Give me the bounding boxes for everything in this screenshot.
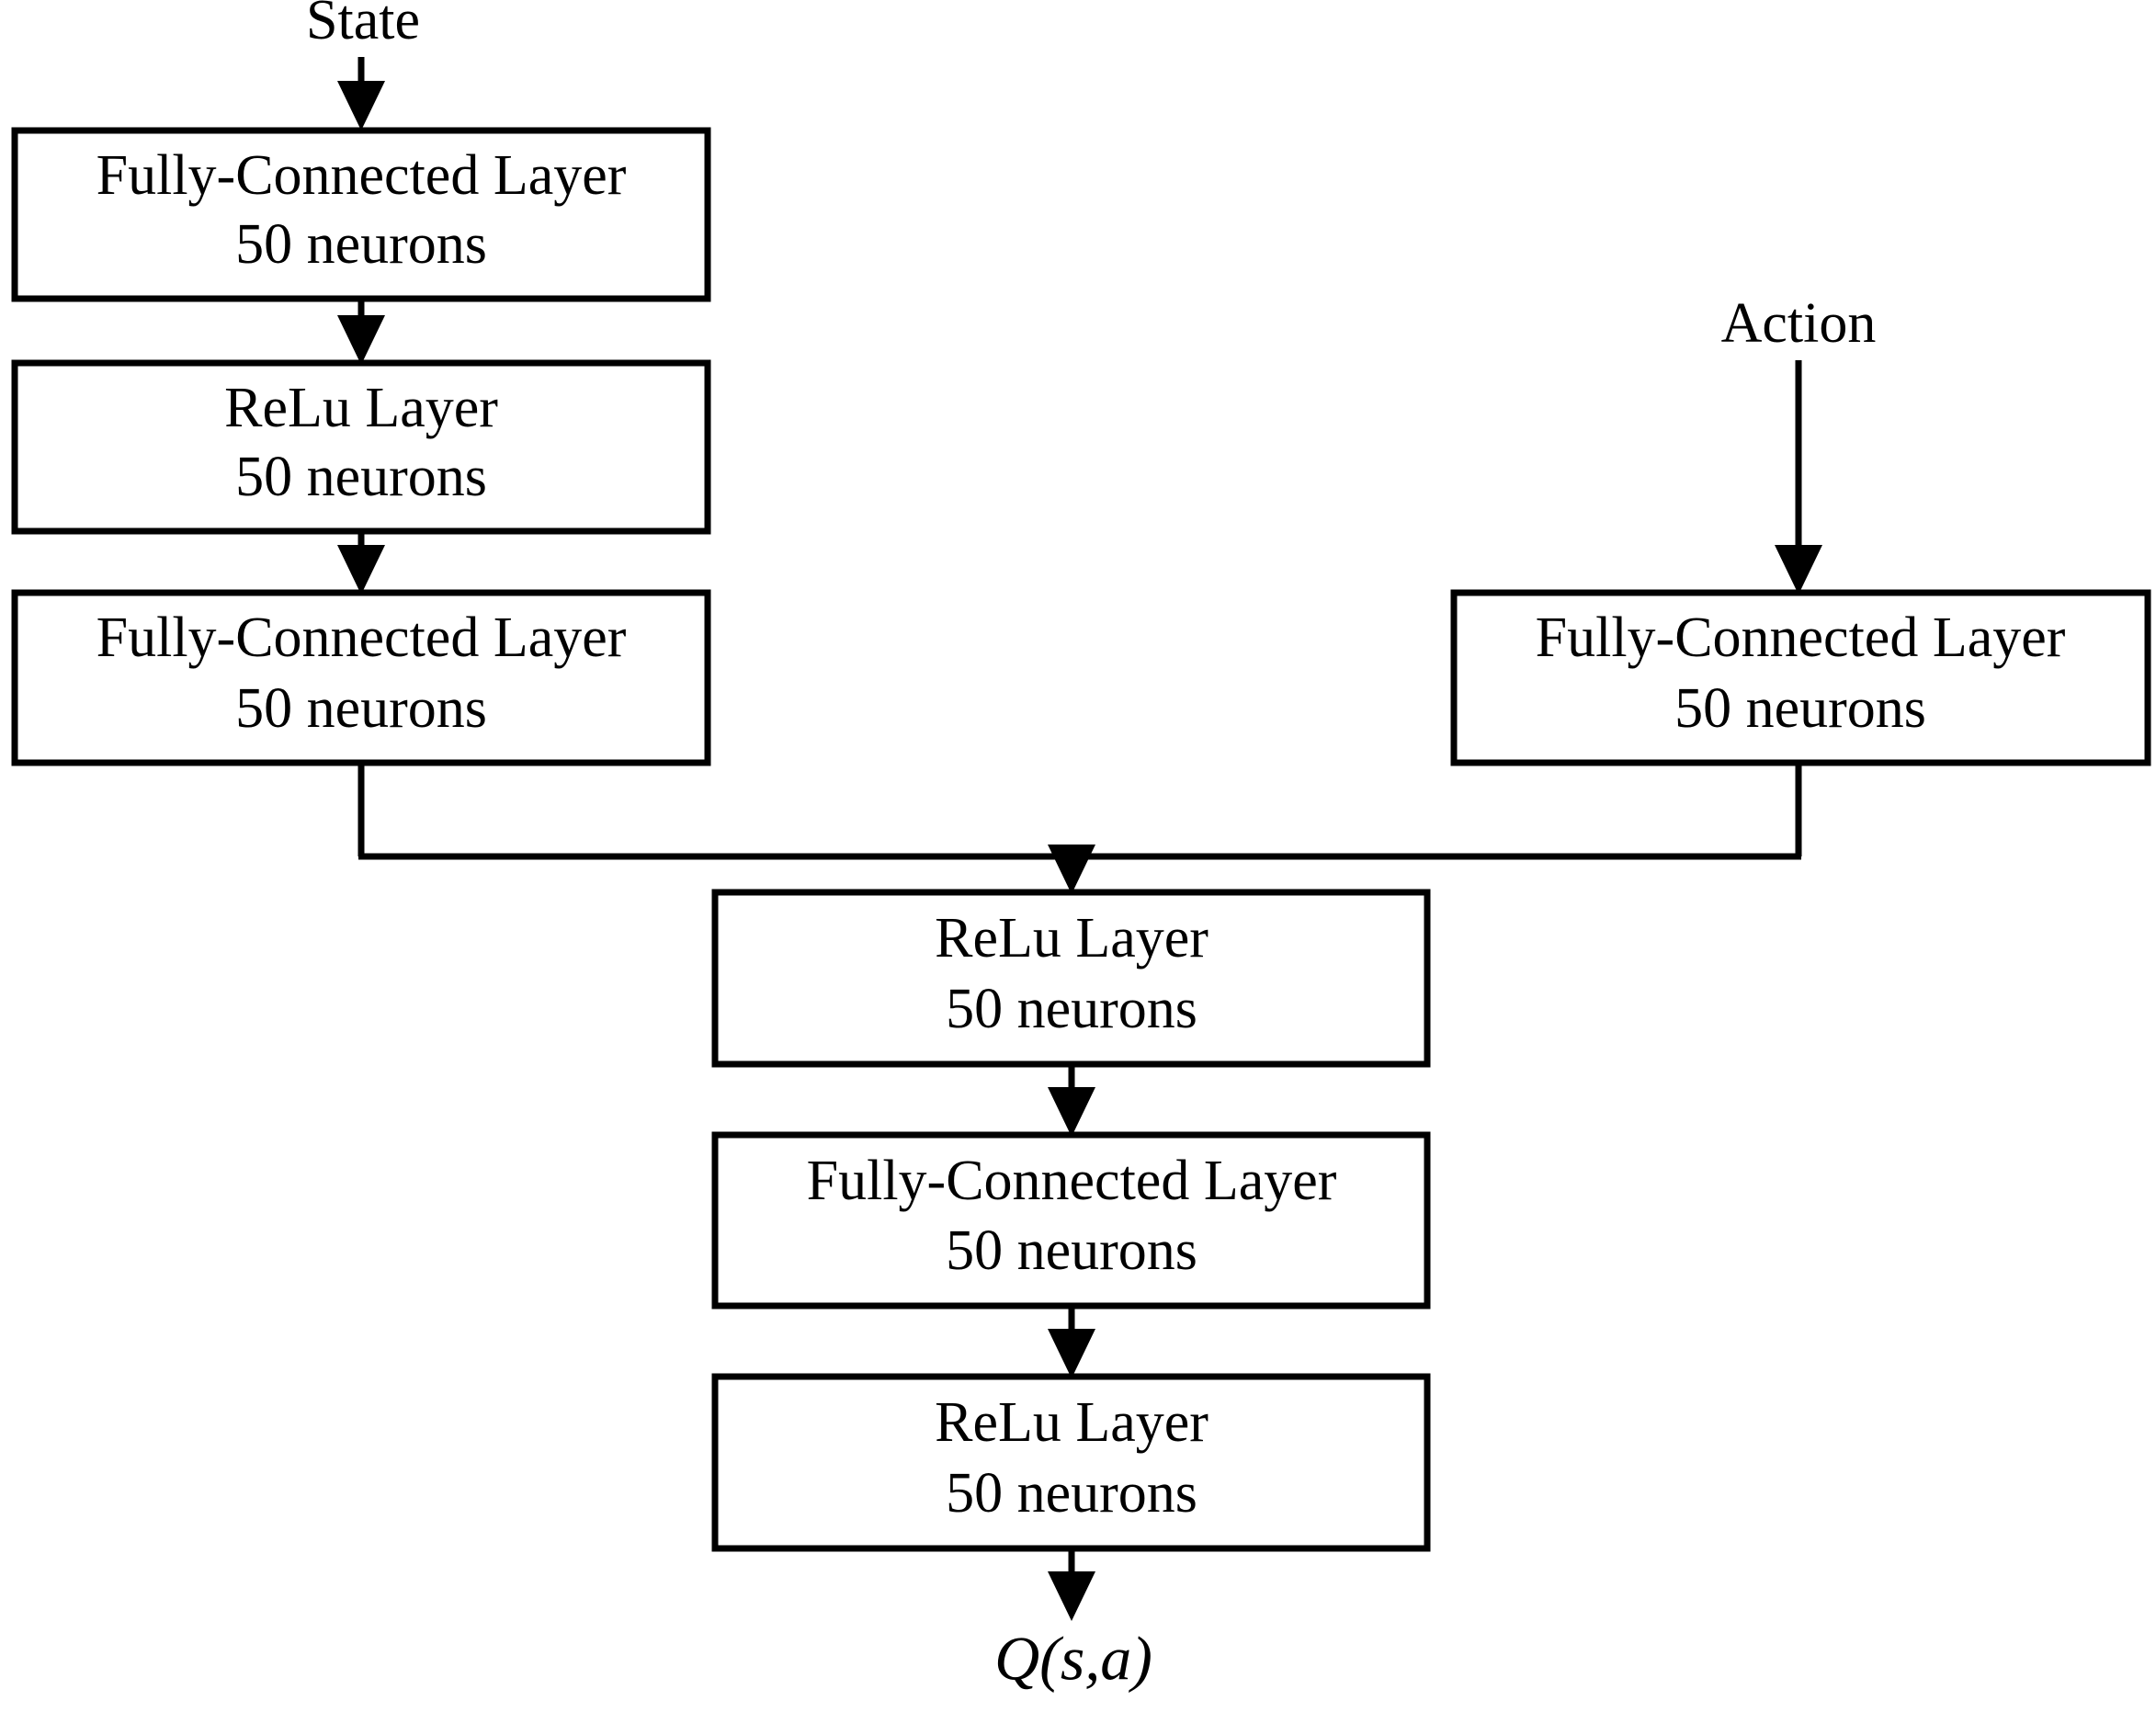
- node-state-fc-2-line1: Fully-Connected Layer: [96, 607, 627, 669]
- node-merged-fc-1: Fully-Connected Layer 50 neurons: [711, 1131, 1431, 1310]
- node-merged-fc-1-line1: Fully-Connected Layer: [807, 1150, 1337, 1212]
- edge-relu2-to-output: [1048, 1548, 1095, 1621]
- edge-state-to-fc1: [337, 57, 385, 130]
- node-merged-relu-1-line2: 50 neurons: [946, 978, 1197, 1040]
- node-merged-relu-1: ReLu Layer 50 neurons: [711, 889, 1431, 1068]
- node-merged-relu-2-line1: ReLu Layer: [935, 1391, 1208, 1454]
- merge-junction: [357, 763, 1802, 894]
- node-state-fc-1-line1: Fully-Connected Layer: [96, 144, 627, 207]
- edge-action-to-actionfc: [1775, 360, 1822, 595]
- edge-fc-to-relu2: [1048, 1306, 1095, 1378]
- action-input-label: Action: [1721, 292, 1877, 355]
- node-state-relu-1-line1: ReLu Layer: [224, 377, 498, 439]
- node-action-fc-1-line2: 50 neurons: [1674, 677, 1926, 740]
- node-merged-relu-2: ReLu Layer 50 neurons: [711, 1373, 1431, 1552]
- node-action-fc-1: Fully-Connected Layer 50 neurons: [1450, 589, 2151, 766]
- q-output-label: Q(s,a): [994, 1624, 1152, 1694]
- node-state-fc-2-line2: 50 neurons: [235, 677, 487, 740]
- edge-fc1-to-relu1: [337, 299, 385, 365]
- edge-relu1-to-fc2: [337, 531, 385, 595]
- node-merged-relu-1-line1: ReLu Layer: [935, 907, 1208, 969]
- state-input-label: State: [306, 0, 420, 51]
- node-action-fc-1-line1: Fully-Connected Layer: [1536, 607, 2066, 669]
- node-state-fc-1: Fully-Connected Layer 50 neurons: [11, 127, 711, 302]
- node-state-fc-2: Fully-Connected Layer 50 neurons: [11, 589, 711, 766]
- node-merged-fc-1-line2: 50 neurons: [946, 1219, 1197, 1282]
- node-state-relu-1: ReLu Layer 50 neurons: [11, 359, 711, 535]
- node-state-fc-1-line2: 50 neurons: [235, 213, 487, 276]
- node-merged-relu-2-line2: 50 neurons: [946, 1462, 1197, 1525]
- edge-relu-to-fc: [1048, 1064, 1095, 1137]
- node-state-relu-1-line2: 50 neurons: [235, 446, 487, 508]
